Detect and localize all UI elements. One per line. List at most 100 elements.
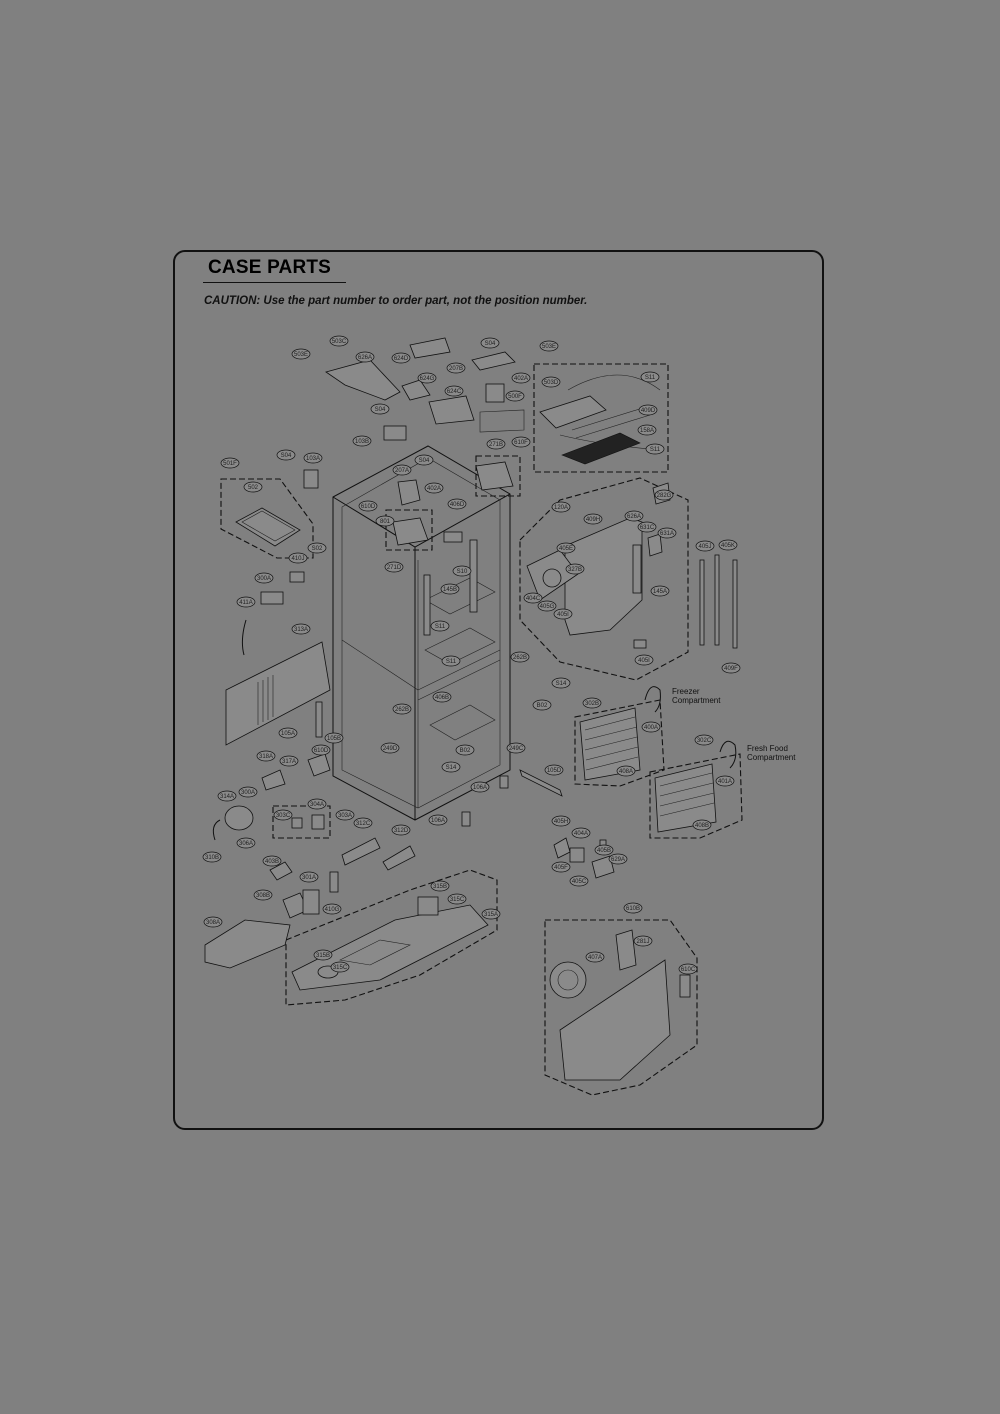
callout-409h: 409H — [583, 513, 603, 525]
callout-401a: 401A — [715, 775, 735, 787]
callout-bubble — [430, 620, 450, 632]
callout-text: 145B — [443, 587, 457, 593]
callout-308a: 308A — [203, 916, 223, 928]
callout-317a: 317A — [279, 755, 299, 767]
callout-s11: S11 — [640, 371, 660, 383]
callout-405h: 405H — [551, 815, 571, 827]
callout-text: B02 — [537, 703, 548, 709]
callout-bubble — [441, 761, 461, 773]
callout-bubble — [594, 844, 614, 856]
callout-s04: S04 — [480, 337, 500, 349]
callout-249c: 249C — [506, 742, 526, 754]
callout-bubble — [243, 481, 263, 493]
fresh-food-evaporator-group — [649, 753, 743, 839]
callout-text: 405C — [572, 879, 587, 885]
callout-bubble — [278, 727, 298, 739]
callout-text: 158A — [640, 428, 654, 434]
callout-bubble — [330, 961, 350, 973]
callout-bubble — [510, 651, 530, 663]
fan-housing-parts — [549, 929, 691, 1081]
callout-text: 300A — [241, 790, 255, 796]
callout-302b: 302B — [582, 697, 602, 709]
callout-text: 406B — [435, 695, 449, 701]
freezer-evaporator-group — [574, 699, 665, 787]
callout-text: 409F — [724, 666, 738, 672]
callout-626a: 626A — [355, 351, 375, 363]
callout-105b: 105B — [324, 732, 344, 744]
callout-bubble — [217, 790, 237, 802]
callout-text: 610D — [361, 504, 376, 510]
callout-text: 400A — [644, 725, 658, 731]
callout-bubble — [511, 436, 531, 448]
fresh-food-compartment-label: Fresh Food Compartment — [747, 744, 796, 762]
callout-b02: B02 — [532, 699, 552, 711]
callout-bubble — [637, 521, 657, 533]
callout-500f: 500F — [505, 390, 525, 402]
callout-bubble — [335, 809, 355, 821]
callout-bubble — [202, 851, 222, 863]
callout-626a: 626A — [624, 510, 644, 522]
freezer-compartment-label: Freezer Compartment — [672, 687, 721, 705]
evaporator-cover-group — [519, 477, 689, 681]
callout-text: 405I — [557, 612, 569, 618]
callout-405i: 405I — [634, 654, 654, 666]
callout-bubble — [551, 861, 571, 873]
callout-405b: 405B — [594, 844, 614, 856]
callout-271d: 271D — [384, 561, 404, 573]
callout-text: 405J — [698, 544, 711, 550]
callout-text: 249C — [509, 746, 524, 752]
callout-308b: 308B — [253, 889, 273, 901]
callout-bubble — [455, 744, 475, 756]
callout-text: 501F — [223, 461, 237, 467]
callout-bubble — [511, 372, 531, 384]
callout-120a: 120A — [551, 501, 571, 513]
callout-bubble — [537, 600, 557, 612]
callout-bubble — [544, 764, 564, 776]
callout-s04: S04 — [370, 403, 390, 415]
callout-bubble — [391, 352, 411, 364]
callout-bubble — [480, 337, 500, 349]
callout-402a: 402A — [511, 372, 531, 384]
callout-bubble — [203, 916, 223, 928]
callout-bubble — [358, 500, 378, 512]
callout-text: 314A — [220, 794, 234, 800]
callout-503d: 503D — [541, 376, 561, 388]
leveling-legs — [461, 769, 563, 827]
callout-bubble — [638, 404, 658, 416]
callout-301a: 301A — [299, 871, 319, 883]
callout-text: 405B — [597, 848, 611, 854]
hinge-bracket-group — [475, 455, 521, 497]
callout-bubble — [654, 489, 674, 501]
callout-text: 402A — [427, 486, 441, 492]
callout-text: 249D — [383, 746, 398, 752]
callout-bubble — [355, 351, 375, 363]
callout-text: 303A — [338, 813, 352, 819]
callout-405e: 405E — [556, 542, 576, 554]
callout-313a: 313A — [291, 623, 311, 635]
callout-text: 120A — [554, 505, 568, 511]
callout-bubble — [634, 654, 654, 666]
callout-s04: S04 — [276, 449, 296, 461]
callout-bubble — [256, 750, 276, 762]
callout-bubble — [633, 935, 653, 947]
callout-610f: 610F — [511, 436, 531, 448]
callout-bubble — [424, 482, 444, 494]
callout-262b: 262B — [510, 651, 530, 663]
callout-text: 410G — [325, 907, 340, 913]
callout-410j: 410J — [288, 552, 308, 564]
callout-text: 405H — [554, 819, 568, 825]
callout-text: 503C — [332, 339, 347, 345]
callout-bubble — [444, 385, 464, 397]
callout-text: 402A — [514, 376, 528, 382]
base-plate-parts — [291, 896, 489, 991]
callout-s11: S11 — [645, 443, 665, 455]
callout-text: 308A — [206, 920, 220, 926]
callout-text: 503E — [294, 352, 308, 358]
callout-bubble — [380, 742, 400, 754]
callout-405k: 405K — [718, 539, 738, 551]
callout-bubble — [220, 457, 240, 469]
callout-bubble — [486, 438, 506, 450]
callout-text: 312D — [394, 828, 409, 834]
callout-bubble — [375, 515, 395, 527]
callout-304a: 304A — [307, 798, 327, 810]
